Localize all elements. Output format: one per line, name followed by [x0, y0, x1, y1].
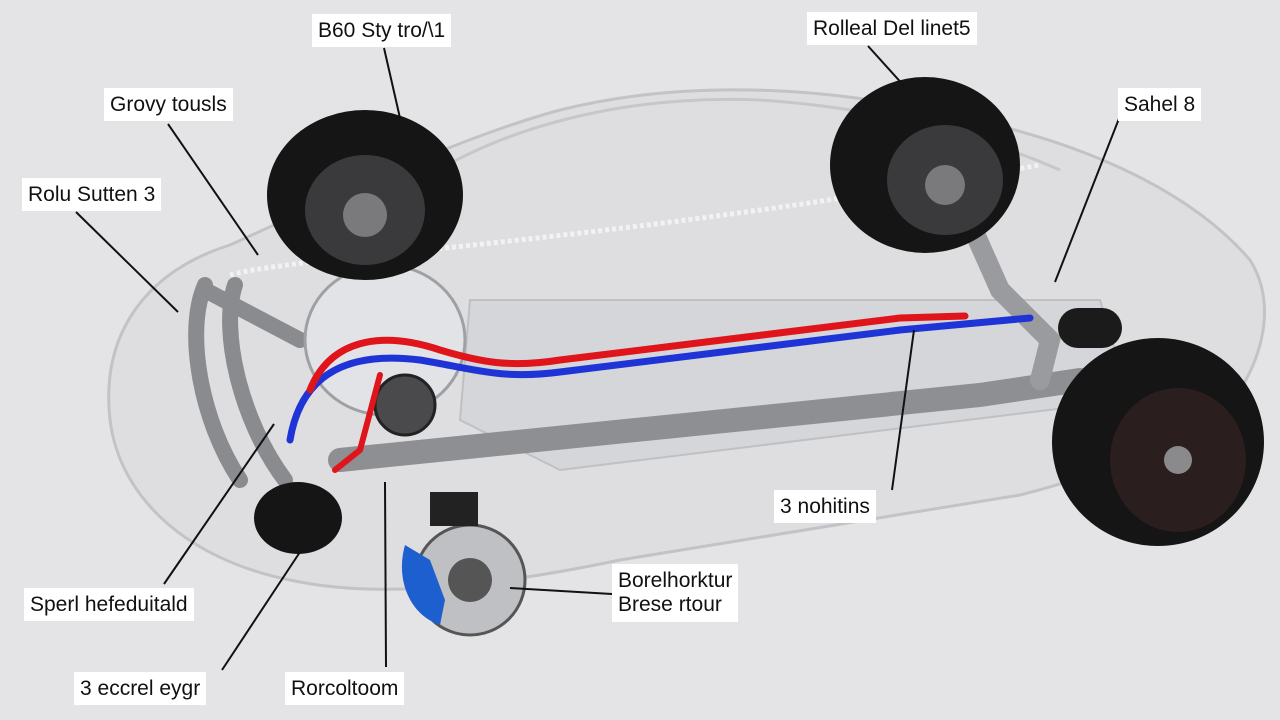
callout-lower-left: Sperl hefeduitald	[24, 588, 194, 621]
rear-left-tire	[830, 77, 1020, 253]
rear-right-tire	[1052, 338, 1264, 546]
callout-upper-left: Grovy tousls	[104, 88, 233, 121]
callout-bottom-center: Rorcoltoom	[285, 672, 405, 705]
callout-brake-line2: Brese rtour	[618, 593, 722, 616]
brake-assembly	[401, 492, 527, 637]
callout-right-mid: 3 nohitins	[774, 490, 876, 523]
brake-line-red	[306, 312, 969, 394]
front-right-tire	[254, 482, 342, 554]
callout-mid-left: Rolu Sutten 3	[22, 178, 162, 211]
callout-brake: Borelhorktur Brese rtour	[612, 564, 739, 622]
clutch-housing	[373, 373, 437, 437]
callout-top-right: Rolleal Del linet5	[807, 12, 977, 45]
callout-top-center: B60 Sty tro/\1	[312, 14, 452, 47]
rear-shock	[1058, 308, 1122, 348]
brake-line-blue	[286, 314, 1034, 444]
front-left-tire	[267, 110, 463, 280]
cable-run	[229, 162, 1041, 278]
callout-right-upper: Sahel 8	[1118, 88, 1202, 121]
leader-lines	[75, 45, 1121, 671]
front-subframe	[188, 277, 308, 488]
callout-bottom-left: 3 eccrel eygr	[74, 672, 207, 705]
brake-line-red-2	[332, 372, 383, 473]
callout-brake-line1: Borelhorktur	[618, 569, 733, 592]
